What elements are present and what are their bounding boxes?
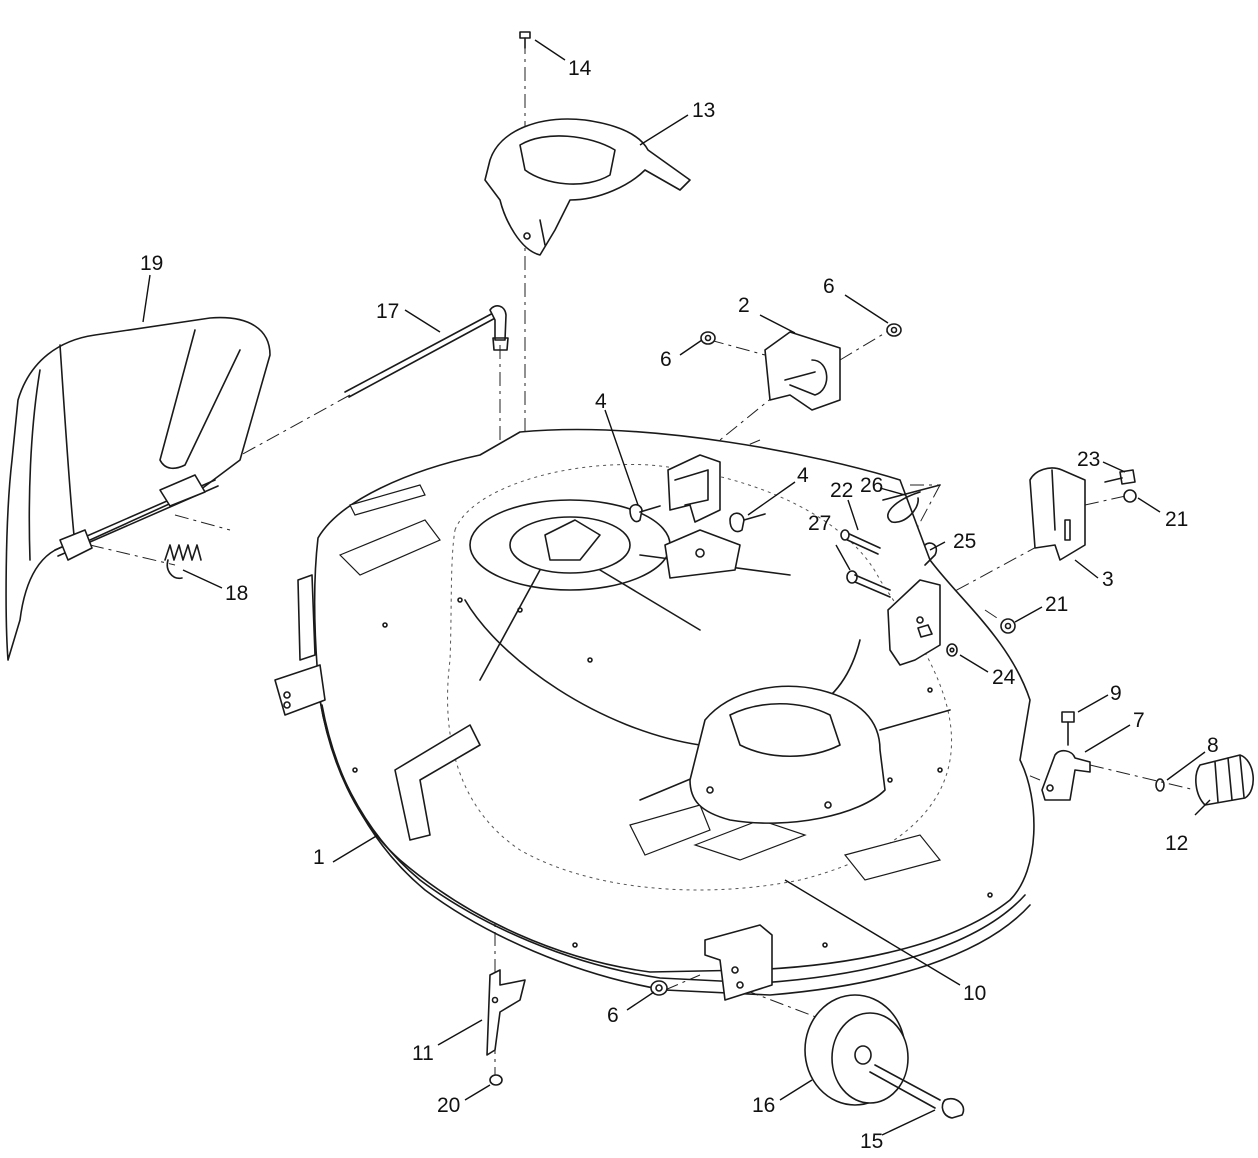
callout-12: 12 <box>1165 832 1188 855</box>
mower-deck <box>274 428 1035 1001</box>
callout-23: 23 <box>1077 448 1100 471</box>
callout-19: 19 <box>140 252 163 275</box>
callout-9: 9 <box>1110 682 1122 705</box>
callout-21: 21 <box>1165 508 1188 531</box>
bolt <box>1104 469 1136 485</box>
callout-2: 2 <box>738 294 750 317</box>
leader-lines <box>142 39 1211 1136</box>
washer <box>946 643 958 657</box>
spindle-cover <box>484 118 691 256</box>
shoulder-bolt <box>840 529 881 555</box>
flange-nut <box>700 331 716 345</box>
mount-bracket <box>486 969 526 1056</box>
height-adjust-bracket <box>1029 467 1086 561</box>
height-bracket <box>764 331 841 411</box>
callout-8: 8 <box>1207 734 1219 757</box>
height-plate <box>664 454 741 579</box>
flange-nut <box>489 1074 503 1086</box>
hairpin-clip <box>882 484 941 524</box>
clevis-pin <box>629 503 661 523</box>
callout-26: 26 <box>860 474 883 497</box>
flange-nut <box>886 323 902 337</box>
callout-15: 15 <box>860 1130 883 1153</box>
callout-11: 11 <box>412 1042 434 1065</box>
link-bracket <box>887 579 941 666</box>
callout-4: 4 <box>797 464 809 487</box>
wash-port-bracket <box>1041 749 1091 801</box>
callout-14: 14 <box>568 57 592 80</box>
callout-20: 20 <box>437 1094 460 1117</box>
anti-scalp-wheel <box>804 994 909 1106</box>
clevis-pin <box>729 512 766 533</box>
callout-6: 6 <box>660 348 672 371</box>
callout-18: 18 <box>225 582 248 605</box>
callouts: 14 13 19 17 2 6 6 4 4 22 26 23 21 27 25 … <box>140 57 1219 1153</box>
locknut <box>1123 489 1137 503</box>
deck-spindle-cover <box>689 685 886 824</box>
torsion-spring <box>164 544 202 580</box>
callout-7: 7 <box>1133 709 1145 732</box>
callout-6: 6 <box>823 275 835 298</box>
callout-10: 10 <box>963 982 986 1005</box>
callout-17: 17 <box>376 300 399 323</box>
o-ring <box>1155 778 1165 792</box>
callout-3: 3 <box>1102 568 1114 591</box>
callout-24: 24 <box>992 666 1016 689</box>
callout-25: 25 <box>953 530 976 553</box>
callout-1: 1 <box>313 846 325 869</box>
screw <box>519 31 531 49</box>
callout-21: 21 <box>1045 593 1068 616</box>
discharge-chute <box>5 316 271 661</box>
callout-4: 4 <box>595 390 607 413</box>
callout-22: 22 <box>830 479 853 502</box>
screw <box>1061 711 1075 746</box>
locknut <box>1000 618 1016 634</box>
callout-13: 13 <box>692 99 715 122</box>
callout-6: 6 <box>607 1004 619 1027</box>
callout-27: 27 <box>808 512 831 535</box>
flange-nut <box>650 980 668 996</box>
callout-16: 16 <box>752 1094 775 1117</box>
hose-adapter <box>1195 754 1254 806</box>
chute-rod <box>344 305 509 398</box>
shoulder-bolt <box>869 1064 965 1119</box>
carriage-bolt <box>846 570 891 598</box>
cotter-pin <box>924 542 938 566</box>
